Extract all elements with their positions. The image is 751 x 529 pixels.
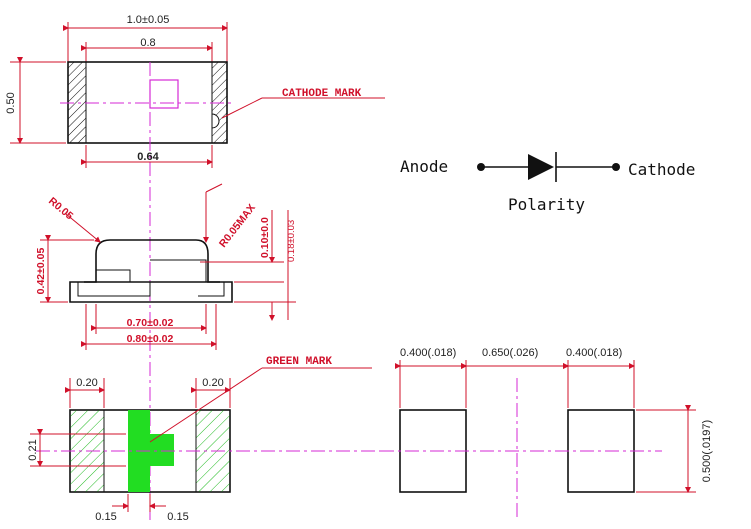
side-height-dim: 0.42±0.05 (35, 248, 47, 295)
side-view: 0.42±0.05 R0.05 R0.05MAX 0.10±0.0 0.18±0… (35, 183, 297, 350)
footprint-pad1-dim: 0.400(.018) (400, 347, 456, 359)
anode-label: Anode (400, 157, 448, 176)
diode-triangle (528, 154, 554, 180)
side-radius-right: R0.05MAX (217, 202, 258, 250)
cathode-mark-note: CATHODE MARK (282, 88, 362, 100)
green-mark-note: GREEN MARK (266, 356, 332, 368)
cathode-label: Cathode (628, 160, 695, 179)
top-view: 1.0±0.05 0.8 0.50 0.64 CATHODE MARK (5, 14, 385, 520)
side-inner-width: 0.70±0.02 (127, 317, 174, 329)
bottom-view: 0.20 0.20 0.21 0.15 0.15 GREEN MARK (27, 356, 382, 523)
top-width-dim: 1.0±0.05 (127, 14, 170, 26)
footprint-gap-dim: 0.650(.026) (482, 347, 538, 359)
gap-right-dim: 0.15 (167, 511, 188, 523)
top-inner-dim: 0.8 (140, 37, 155, 49)
side-thick-dim: 0.10±0.0 (259, 217, 271, 258)
footprint-height-dim: 0.500(.0197) (701, 420, 713, 482)
top-height-dim: 0.50 (5, 92, 17, 113)
cathode-terminal (612, 163, 620, 171)
gap-left-dim: 0.15 (95, 511, 116, 523)
pad-left-dim: 0.20 (76, 377, 97, 389)
diode-symbol: Anode Cathode Polarity (400, 152, 695, 214)
footprint-pad2-dim: 0.400(.018) (566, 347, 622, 359)
side-thick-tol: 0.18±0.03 (286, 220, 297, 262)
footprint: 0.400(.018) 0.650(.026) 0.400(.018) 0.50… (380, 347, 713, 520)
bottom-height-dim: 0.21 (27, 439, 39, 460)
side-outer-width: 0.80±0.02 (127, 333, 174, 345)
pad-right-dim: 0.20 (202, 377, 223, 389)
chip-mark (149, 79, 179, 109)
green-mark (128, 410, 174, 492)
polarity-label: Polarity (508, 195, 585, 214)
top-bottom-dim: 0.64 (137, 151, 159, 163)
